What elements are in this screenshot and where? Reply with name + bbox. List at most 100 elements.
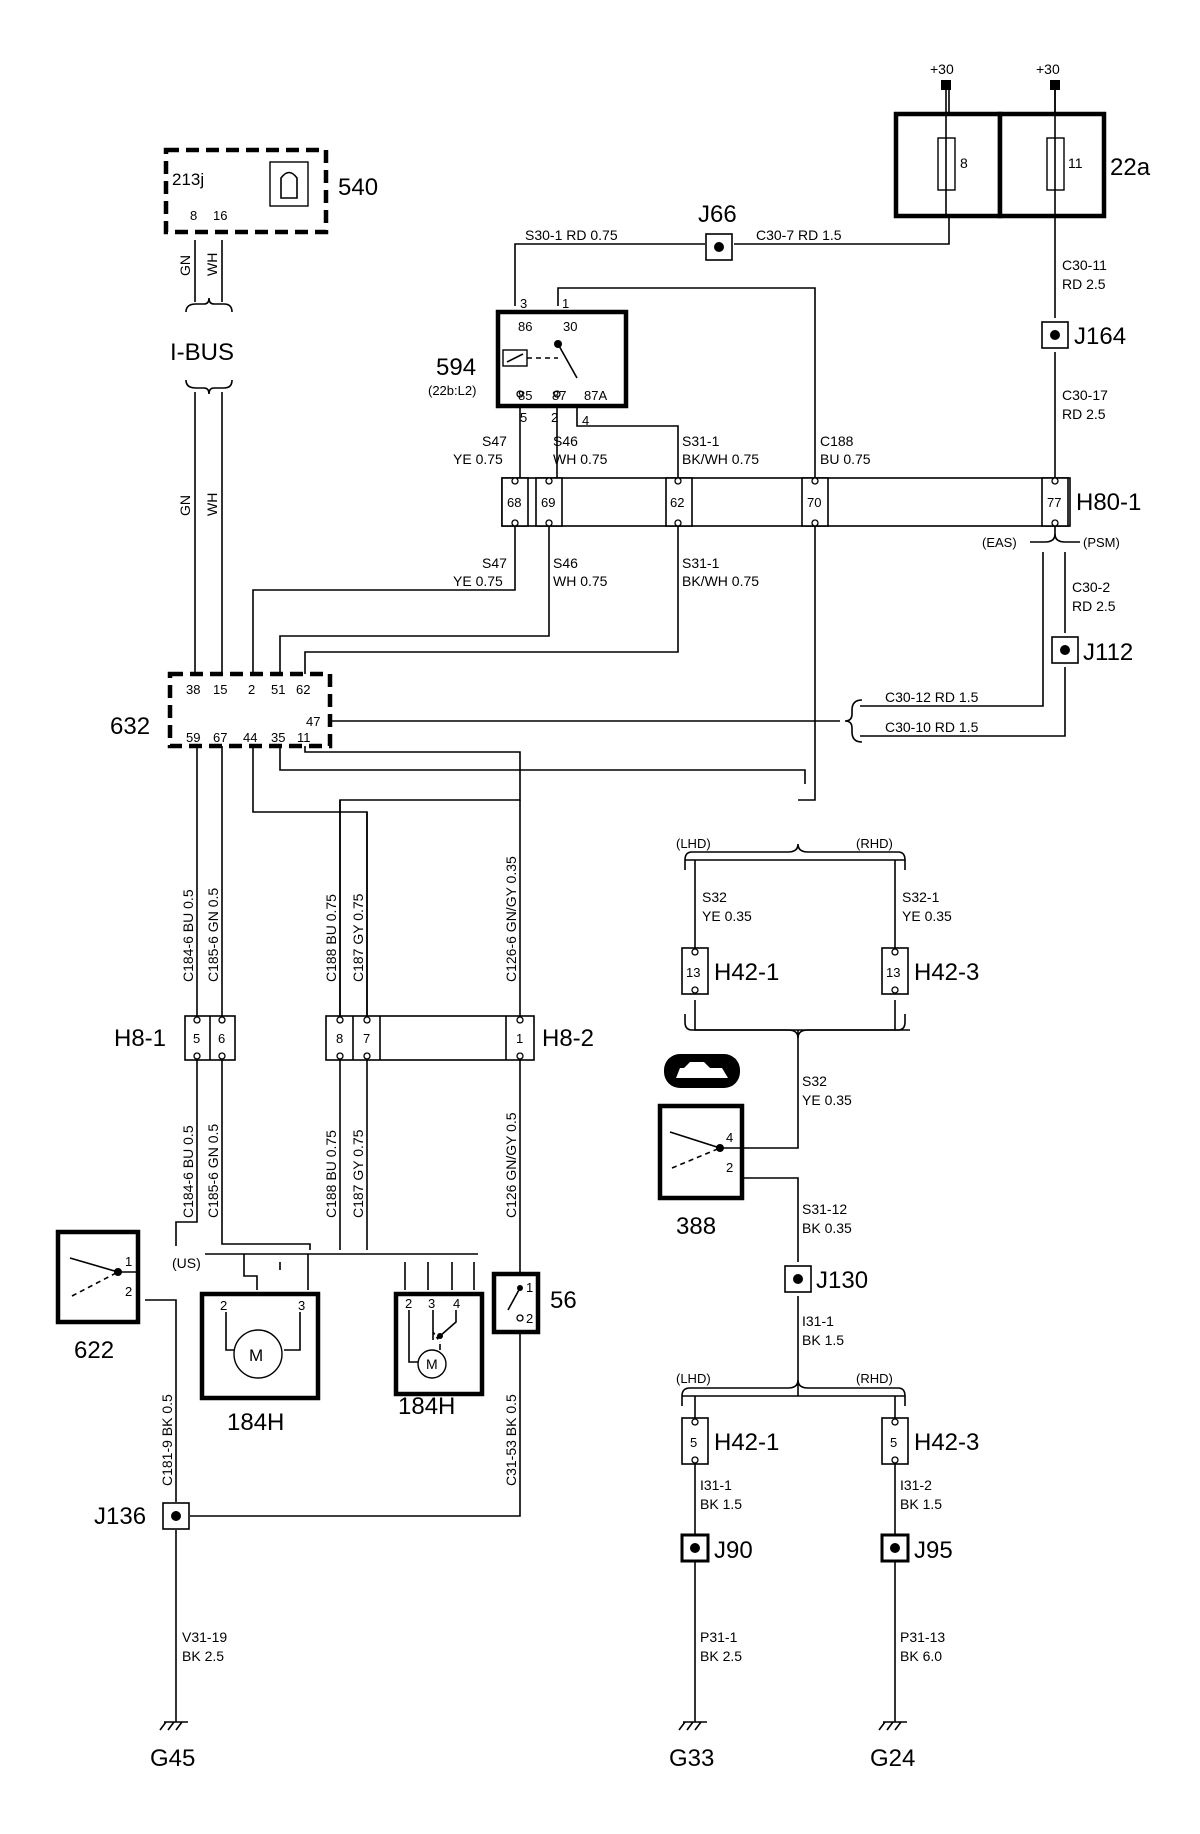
h42-pin: 13 [686, 965, 700, 980]
h8-1-pin: 6 [218, 1031, 225, 1046]
h42-pin: 5 [690, 1435, 697, 1450]
wire-c30-11-b: RD 2.5 [1062, 276, 1106, 292]
wire-s30-1: S30-1 RD 0.75 [525, 227, 618, 243]
wire-c187: C187 GY 0.75 [350, 893, 366, 982]
motor-184h-left: M 2 3 184H [199, 1291, 321, 1436]
module-632: 38 15 2 51 62 59 67 44 35 11 47 632 [110, 671, 333, 749]
motor-icon [417, 1349, 447, 1379]
motor-pin: 4 [453, 1296, 460, 1311]
wire-c184-6: C184-6 BU 0.5 [180, 889, 196, 982]
eas-label: (EAS) [982, 535, 1017, 550]
pin-label: 15 [213, 682, 227, 697]
wire-s32-b: YE 0.35 [702, 908, 752, 924]
motor-pin: 3 [428, 1296, 435, 1311]
junction-j130-label: J130 [816, 1267, 868, 1294]
component-540-sub: 213j [172, 170, 204, 189]
ground-g24: G24 [870, 1721, 915, 1772]
ibus-bracket-top [185, 297, 233, 313]
junction-j90: J90 [680, 1533, 753, 1564]
supply-terminal-right [1050, 80, 1060, 90]
switch-56-pin: 2 [526, 1311, 533, 1326]
pin-label: 67 [213, 730, 227, 745]
switch-388-pin: 4 [726, 1130, 733, 1145]
motor-184h-right: M 2 3 4 184H [393, 1291, 485, 1420]
pin-label: 44 [243, 730, 257, 745]
wire-s32-a: S32 [702, 889, 727, 905]
connector-h42-3-bottom: 5 H42-3 [881, 1417, 979, 1465]
junction-j136-label: J136 [94, 1503, 146, 1530]
motor-pin: 2 [220, 1298, 227, 1313]
wire-c30-7: C30-7 RD 1.5 [756, 227, 842, 243]
switch-622: 1 2 622 [55, 1229, 141, 1364]
wire-i31-2-a: I31-2 [900, 1477, 932, 1493]
wire-c188: C188 BU 0.75 [323, 894, 339, 982]
relay-594: 86 30 85 87 87A 3 1 5 2 4 594 (22b:L2) [428, 296, 629, 428]
wire-s31-1-a: S31-1 [682, 433, 720, 449]
component-540: 213j 8 16 540 I-BUS GN WH GN WH [163, 147, 378, 516]
motor-m-label: M [249, 1346, 263, 1365]
switch-622-pin: 1 [125, 1254, 132, 1269]
relay-pin-label: 85 [518, 388, 532, 403]
wire-label: GN [177, 495, 193, 516]
junction-j112-label: J112 [1083, 639, 1133, 666]
switch-388-pin: 2 [726, 1160, 733, 1175]
relay-pin-label: 87 [552, 388, 566, 403]
motor-m-label: M [426, 1356, 438, 1372]
wire-i31-2-b: BK 1.5 [900, 1496, 942, 1512]
fuse-number-right: 11 [1068, 155, 1083, 171]
h80-pin: 70 [807, 495, 821, 510]
h42-pin: 13 [886, 965, 900, 980]
junction-j90-label: J90 [714, 1537, 753, 1564]
wire-p31-1-b: BK 2.5 [700, 1648, 742, 1664]
h8-2-pin: 7 [363, 1031, 370, 1046]
lhd-label: (LHD) [676, 1371, 711, 1386]
connector-h8-2: 8 7 1 H8-2 [325, 1015, 594, 1061]
wires [145, 86, 1066, 1722]
connector-h42-1-bottom: 5 H42-1 [681, 1417, 779, 1465]
wire-v31-19-b: BK 2.5 [182, 1648, 224, 1664]
wire-s46-a: S46 [553, 433, 578, 449]
wire-c30-11-a: C30-11 [1062, 257, 1107, 273]
relay-pin-number: 3 [520, 296, 527, 311]
wire-c126: C126 GN/GY 0.5 [503, 1112, 519, 1218]
wire-p31-1-a: P31-1 [700, 1629, 738, 1645]
wire-s31-1-c: S31-1 [682, 555, 720, 571]
car-icon [664, 1054, 740, 1088]
relay-pin-number: 1 [562, 296, 569, 311]
switch-56: 1 2 56 [491, 1271, 577, 1335]
wire-s47-b: YE 0.75 [453, 451, 503, 467]
wire-c184-6-low: C184-6 BU 0.5 [180, 1125, 196, 1218]
junction-j95-label: J95 [914, 1537, 953, 1564]
junction-j164: J164 [1041, 321, 1126, 350]
wire-s47-c: S47 [482, 555, 507, 571]
wire-c30-2-b: RD 2.5 [1072, 598, 1116, 614]
lhd-label: (LHD) [676, 836, 711, 851]
wire-c30-17-a: C30-17 [1062, 387, 1108, 403]
wire-p31-13-b: BK 6.0 [900, 1648, 942, 1664]
connector-h8-1: 5 6 H8-1 [114, 1015, 236, 1061]
motor-icon [233, 1329, 283, 1379]
ibus-bracket-bottom [185, 379, 233, 395]
motor-pin: 2 [405, 1296, 412, 1311]
pin-label: 47 [306, 714, 320, 729]
connector-h42-3-top: 13 H42-3 [881, 947, 979, 995]
ground-g45-label: G45 [150, 1745, 195, 1772]
connector-h42-1-top: 13 H42-1 [681, 947, 779, 995]
wire-s46-d: WH 0.75 [553, 573, 608, 589]
h42-pin: 5 [890, 1435, 897, 1450]
supply-terminal-left [941, 80, 951, 90]
h80-pin: 68 [507, 495, 521, 510]
switch-56-id: 56 [550, 1287, 577, 1314]
h8-2-pin: 8 [336, 1031, 343, 1046]
car-door-icon [280, 171, 298, 199]
lhd-rhd-join-top [684, 1014, 906, 1039]
wire-c188-a: C188 [820, 433, 854, 449]
relay-pin-number: 2 [551, 410, 558, 425]
connector-h42-1-id: H42-1 [714, 959, 779, 986]
wire-s46-b: WH 0.75 [553, 451, 608, 467]
relay-pin-label: 87A [584, 388, 607, 403]
wire-s31-1-d: BK/WH 0.75 [682, 573, 759, 589]
lhd-rhd-bracket-bottom [681, 1379, 906, 1406]
relay-pin-number: 5 [520, 410, 527, 425]
